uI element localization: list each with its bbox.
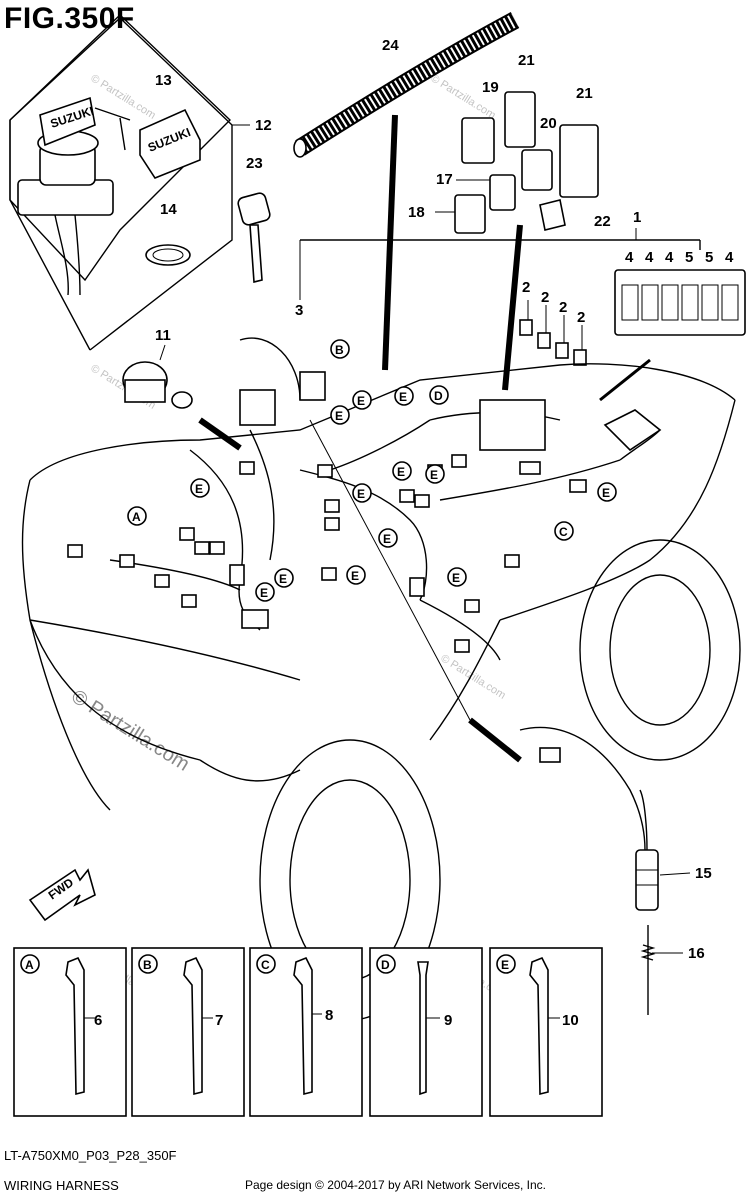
fuse-label: 4 [725, 249, 734, 266]
callout-7: 7 [215, 1012, 223, 1029]
marker-E: E [279, 572, 287, 586]
marker-E: E [351, 569, 359, 583]
figure-caption: WIRING HARNESS [4, 1178, 119, 1193]
callout-11: 11 [155, 327, 171, 344]
relay-group [454, 91, 599, 234]
marker-E: E [357, 487, 365, 501]
callout-2: 2 [559, 299, 567, 316]
spring-16 [640, 925, 656, 1015]
clamp-letter-A: A [25, 958, 34, 972]
marker-E: E [260, 586, 268, 600]
callout-20: 20 [540, 115, 557, 132]
watermark-large: © Partzilla.com [67, 686, 193, 776]
clamp-box-B: B [131, 947, 245, 1117]
clamp-box-A: A [13, 947, 127, 1117]
callout-21: 21 [518, 52, 535, 69]
fuse-label: 4 [625, 249, 634, 266]
clamp-letter-E: E [501, 958, 509, 972]
fuse-label: 5 [685, 249, 693, 266]
callout-1: 1 [633, 209, 641, 226]
clamp-markers: A B C D E E E E E E E E E E E E E [127, 339, 617, 602]
callout-13: 13 [155, 72, 172, 89]
watermark: © Partzilla.com [88, 72, 157, 121]
callout-12: 12 [255, 117, 272, 134]
clamp-box-D: D [369, 947, 483, 1117]
watermark: © Partzilla.com [438, 652, 507, 701]
marker-E: E [602, 486, 610, 500]
marker-E: E [335, 409, 343, 423]
callout-14: 14 [160, 201, 177, 218]
callout-2: 2 [522, 279, 530, 296]
harness-wires [109, 337, 661, 851]
coupler-11 [122, 361, 193, 409]
callout-9: 9 [444, 1012, 452, 1029]
callout-2: 2 [577, 309, 585, 326]
corrugated-tube [293, 12, 520, 158]
callout-18: 18 [408, 204, 425, 221]
marker-E: E [399, 390, 407, 404]
figure-title: FIG.350F [4, 2, 135, 35]
fuse-labels: 4 4 4 5 5 4 [625, 249, 734, 266]
callout-19: 19 [482, 79, 499, 96]
callout-22: 22 [594, 213, 611, 230]
marker-E: E [195, 482, 203, 496]
atv-body [21, 363, 741, 1021]
callout-10: 10 [562, 1012, 579, 1029]
callout-15: 15 [695, 865, 712, 882]
fuse-label: 5 [705, 249, 713, 266]
ignition-switch-group: SUZUKI SUZUKI [9, 14, 250, 351]
pointer-lines [198, 114, 651, 763]
sensor-15 [635, 789, 659, 911]
marker-E: E [452, 571, 460, 585]
clamp-letter-D: D [381, 958, 390, 972]
marker-E: E [430, 468, 438, 482]
callout-6: 6 [94, 1012, 102, 1029]
callout-17: 17 [436, 171, 453, 188]
clamp-letter-B: B [143, 958, 152, 972]
clamp-box-E: E [489, 947, 603, 1117]
marker-E: E [397, 465, 405, 479]
clamp-box-C: C [249, 947, 363, 1117]
callout-3: 3 [295, 302, 303, 319]
callout-2: 2 [541, 289, 549, 306]
figure-code: LT-A750XM0_P03_P28_350F [4, 1148, 177, 1163]
fwd-arrow: FWD [28, 868, 96, 922]
spare-key [237, 192, 271, 284]
marker-E: E [383, 532, 391, 546]
fuse-label: 4 [645, 249, 654, 266]
copyright-notice: Page design © 2004-2017 by ARI Network S… [245, 1178, 547, 1192]
fuse-box: 4 4 4 5 5 4 [300, 239, 746, 366]
callout-24: 24 [382, 37, 399, 54]
callout-16: 16 [688, 945, 705, 962]
marker-E: E [357, 394, 365, 408]
callout-23: 23 [246, 155, 263, 172]
marker-D: D [434, 389, 443, 403]
marker-C: C [559, 525, 568, 539]
marker-A: A [132, 510, 141, 524]
callout-8: 8 [325, 1007, 333, 1024]
callout-21: 21 [576, 85, 593, 102]
connectors [67, 371, 662, 763]
clamp-letter-C: C [261, 958, 270, 972]
marker-B: B [335, 343, 344, 357]
fuse-label: 4 [665, 249, 674, 266]
callouts: 1 2 2 2 2 3 6 7 8 9 10 11 12 13 14 15 16… [94, 37, 712, 1029]
